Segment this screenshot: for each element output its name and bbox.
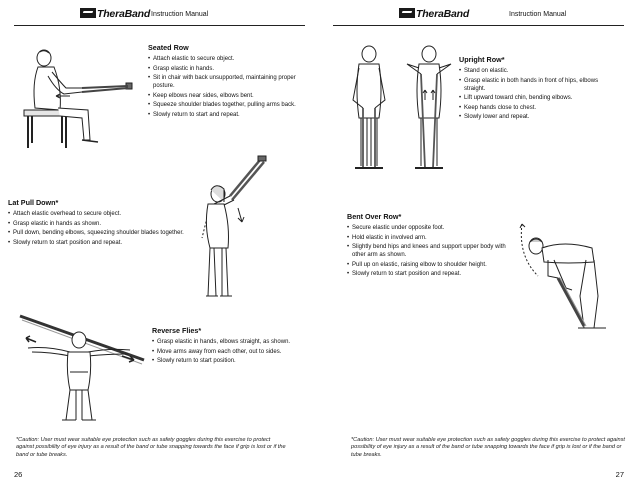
step: Slowly return to start position and repe…	[347, 270, 517, 278]
bent-over-row-section: Bent Over Row* Secure elastic under oppo…	[347, 212, 517, 280]
step: Grasp elastic in hands as shown.	[8, 220, 188, 228]
seated-row-steps: Attach elastic to secure object. Grasp e…	[148, 55, 298, 119]
bent-over-row-illustration	[514, 216, 624, 336]
step: Slowly lower and repeat.	[459, 113, 619, 121]
reverse-flies-title: Reverse Flies*	[152, 326, 202, 335]
lat-pull-down-section: Lat Pull Down* Attach elastic overhead t…	[8, 198, 188, 248]
step: Keep hands close to chest.	[459, 104, 619, 112]
right-caution-note: *Caution: User must wear suitable eye pr…	[351, 437, 625, 458]
right-header: TheraBand Instruction Manual	[319, 8, 638, 26]
lat-pull-down-illustration	[190, 156, 275, 306]
theraband-logo-icon	[80, 8, 96, 18]
step: Move arms away from each other, out to s…	[152, 348, 302, 356]
seated-row-illustration	[18, 48, 138, 158]
step: Slowly return to start position.	[152, 357, 302, 365]
step: Keep elbows near sides, elbows bent.	[148, 92, 298, 100]
step: Pull down, bending elbows, squeezing sho…	[8, 229, 188, 237]
left-header: TheraBand Instruction Manual	[0, 8, 319, 26]
upright-row-section: Upright Row* Stand on elastic. Grasp ela…	[459, 55, 619, 123]
left-caution-note: *Caution: User must wear suitable eye pr…	[16, 437, 286, 458]
brand-name: TheraBand	[416, 8, 470, 20]
header-rule	[333, 25, 624, 26]
upright-row-title: Upright Row*	[459, 55, 505, 64]
upright-row-illustration	[341, 40, 461, 180]
step: Stand on elastic.	[459, 67, 619, 75]
left-page: TheraBand Instruction Manual	[0, 0, 319, 493]
right-page: TheraBand Instruction Manual Upright Row…	[319, 0, 638, 493]
step: Hold elastic in involved arm.	[347, 234, 517, 242]
theraband-logo: TheraBand	[399, 8, 469, 20]
step: Slowly return to start and repeat.	[148, 111, 298, 119]
theraband-logo: TheraBand	[80, 8, 150, 20]
bent-over-row-title: Bent Over Row*	[347, 212, 402, 221]
seated-row-title: Seated Row	[148, 43, 189, 52]
lat-pull-down-title: Lat Pull Down*	[8, 198, 59, 207]
step: Attach elastic to secure object.	[148, 55, 298, 63]
brand-name: TheraBand	[97, 8, 151, 20]
bent-over-row-steps: Secure elastic under opposite foot. Hold…	[347, 224, 517, 279]
step: Sit in chair with back unsupported, main…	[148, 74, 298, 90]
step: Pull up on elastic, raising elbow to sho…	[347, 261, 517, 269]
right-header-title: Instruction Manual	[509, 11, 567, 18]
lat-pull-down-steps: Attach elastic overhead to secure object…	[8, 210, 188, 247]
left-header-title: Instruction Manual	[151, 11, 209, 18]
step: Attach elastic overhead to secure object…	[8, 210, 188, 218]
reverse-flies-illustration	[18, 312, 148, 424]
step: Grasp elastic in both hands in front of …	[459, 77, 619, 93]
right-page-number: 27	[615, 470, 624, 479]
step: Slightly bend hips and knees and support…	[347, 243, 517, 259]
upright-row-steps: Stand on elastic. Grasp elastic in both …	[459, 67, 619, 122]
step: Squeeze shoulder blades together, pullin…	[148, 101, 298, 109]
step: Secure elastic under opposite foot.	[347, 224, 517, 232]
step: Slowly return to start position and repe…	[8, 239, 188, 247]
reverse-flies-steps: Grasp elastic in hands, elbows straight,…	[152, 338, 302, 365]
step: Grasp elastic in hands.	[148, 65, 298, 73]
left-page-number: 26	[14, 470, 23, 479]
theraband-logo-icon	[399, 8, 415, 18]
reverse-flies-section: Reverse Flies* Grasp elastic in hands, e…	[152, 326, 302, 367]
step: Lift upward toward chin, bending elbows.	[459, 94, 619, 102]
header-rule	[14, 25, 305, 26]
step: Grasp elastic in hands, elbows straight,…	[152, 338, 302, 346]
seated-row-section: Seated Row Attach elastic to secure obje…	[148, 43, 298, 120]
